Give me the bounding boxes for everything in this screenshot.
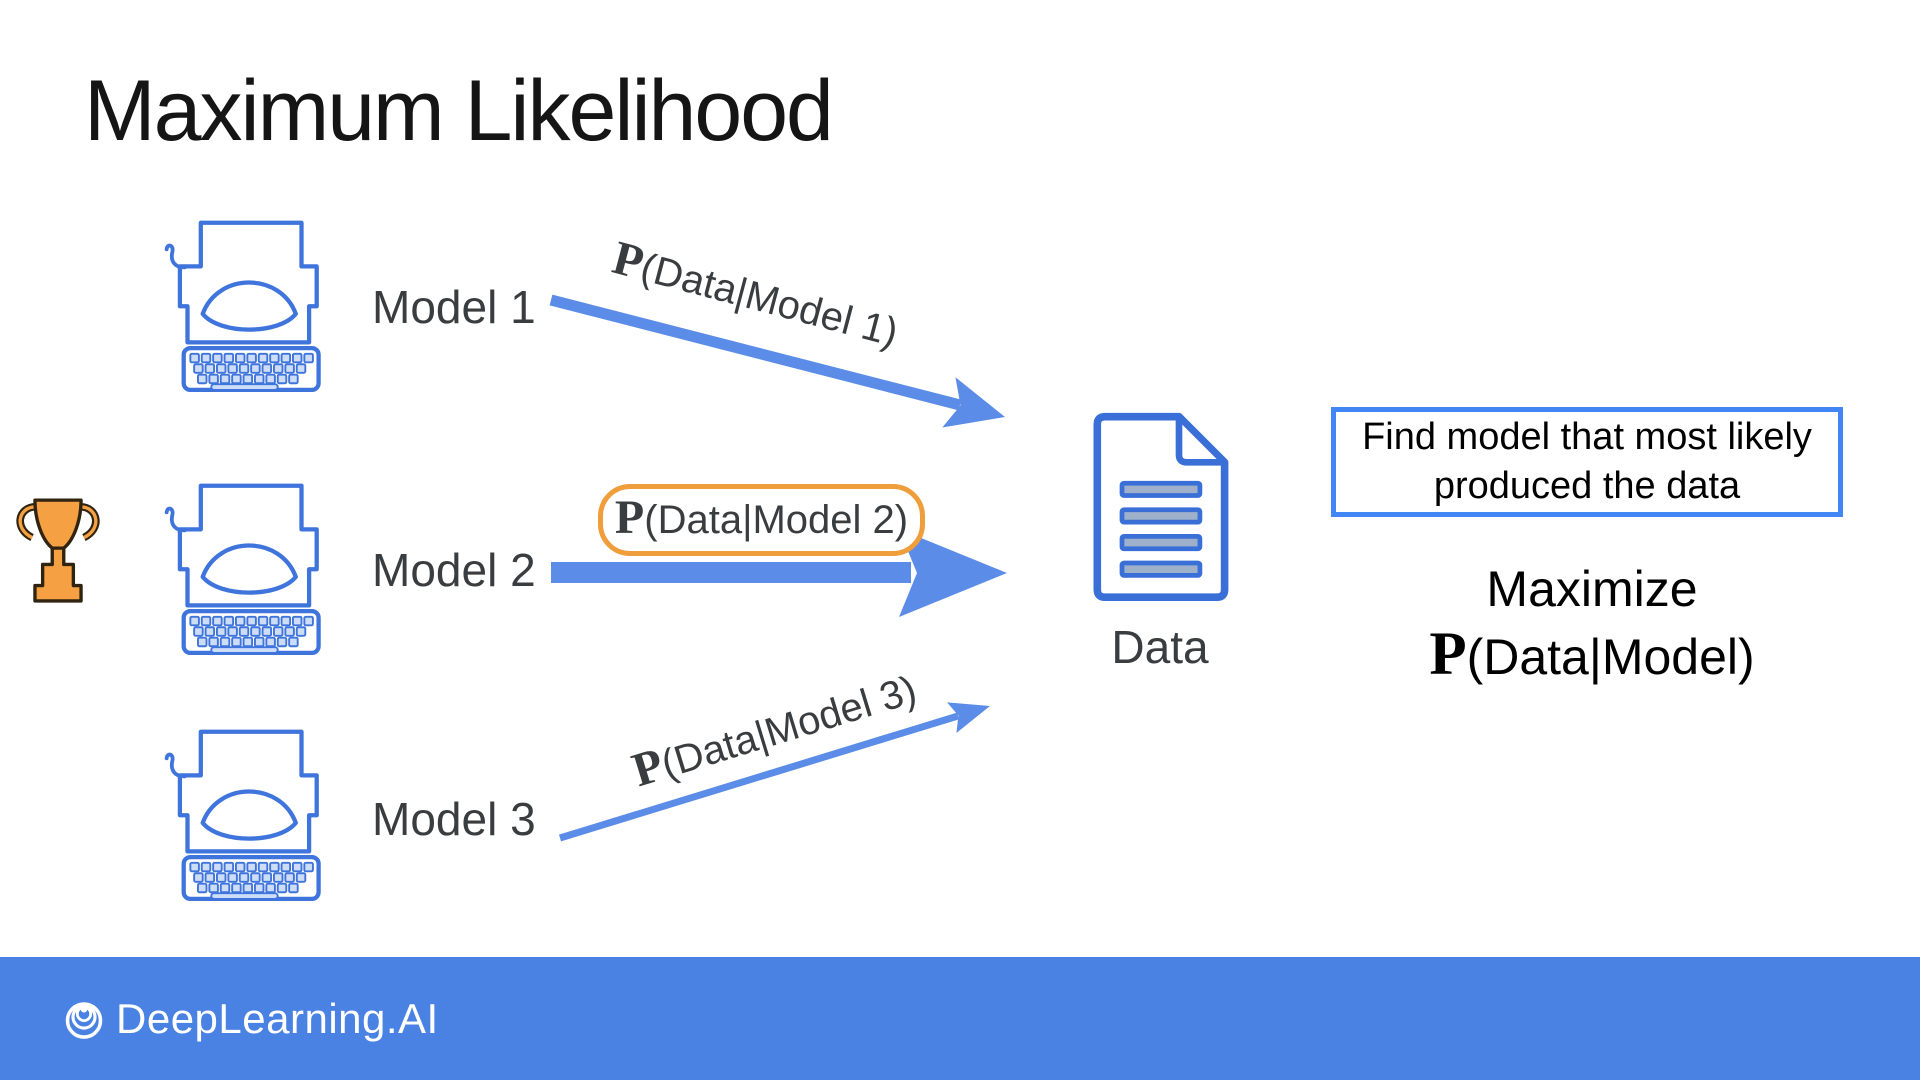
typewriter-icon-model-3 [140,722,330,901]
typewriter-icon-model-2 [140,476,330,655]
typewriter-icon-model-1 [140,213,330,392]
model-2-probability-label: P(Data|Model 2) [614,490,909,544]
model-3-label: Model 3 [372,793,536,845]
objective-title: Maximize [1486,561,1698,617]
model-1-label: Model 1 [372,281,536,333]
footer-bar: DeepLearning.AI [0,957,1920,1080]
probability-symbol: P [614,490,645,544]
winner-probability-pill: P(Data|Model 2) [598,484,925,556]
callout-line-2: produced the data [1433,465,1741,507]
model-2-arrow [551,529,1007,617]
callout-line-1: Find model that most likely [1362,415,1812,458]
trophy-icon [16,498,100,603]
probability-symbol: P [1429,621,1467,688]
data-label: Data [1111,621,1209,673]
data-document-icon [1093,412,1229,601]
model-2-label: Model 2 [372,544,536,596]
brand-name: DeepLearning.AI [116,994,439,1042]
deeplearning-logo-icon [65,1001,103,1039]
objective-formula: P(Data|Model) [1429,621,1755,688]
page-title: Maximum Likelihood [84,63,834,159]
objective: Maximize P(Data|Model) [1336,560,1848,686]
deeplearning-logo: DeepLearning.AI [62,957,439,1080]
model-1-arrow [549,294,1005,428]
callout-box: Find model that most likely produced the… [1331,407,1843,517]
model-3-arrow [558,702,990,842]
